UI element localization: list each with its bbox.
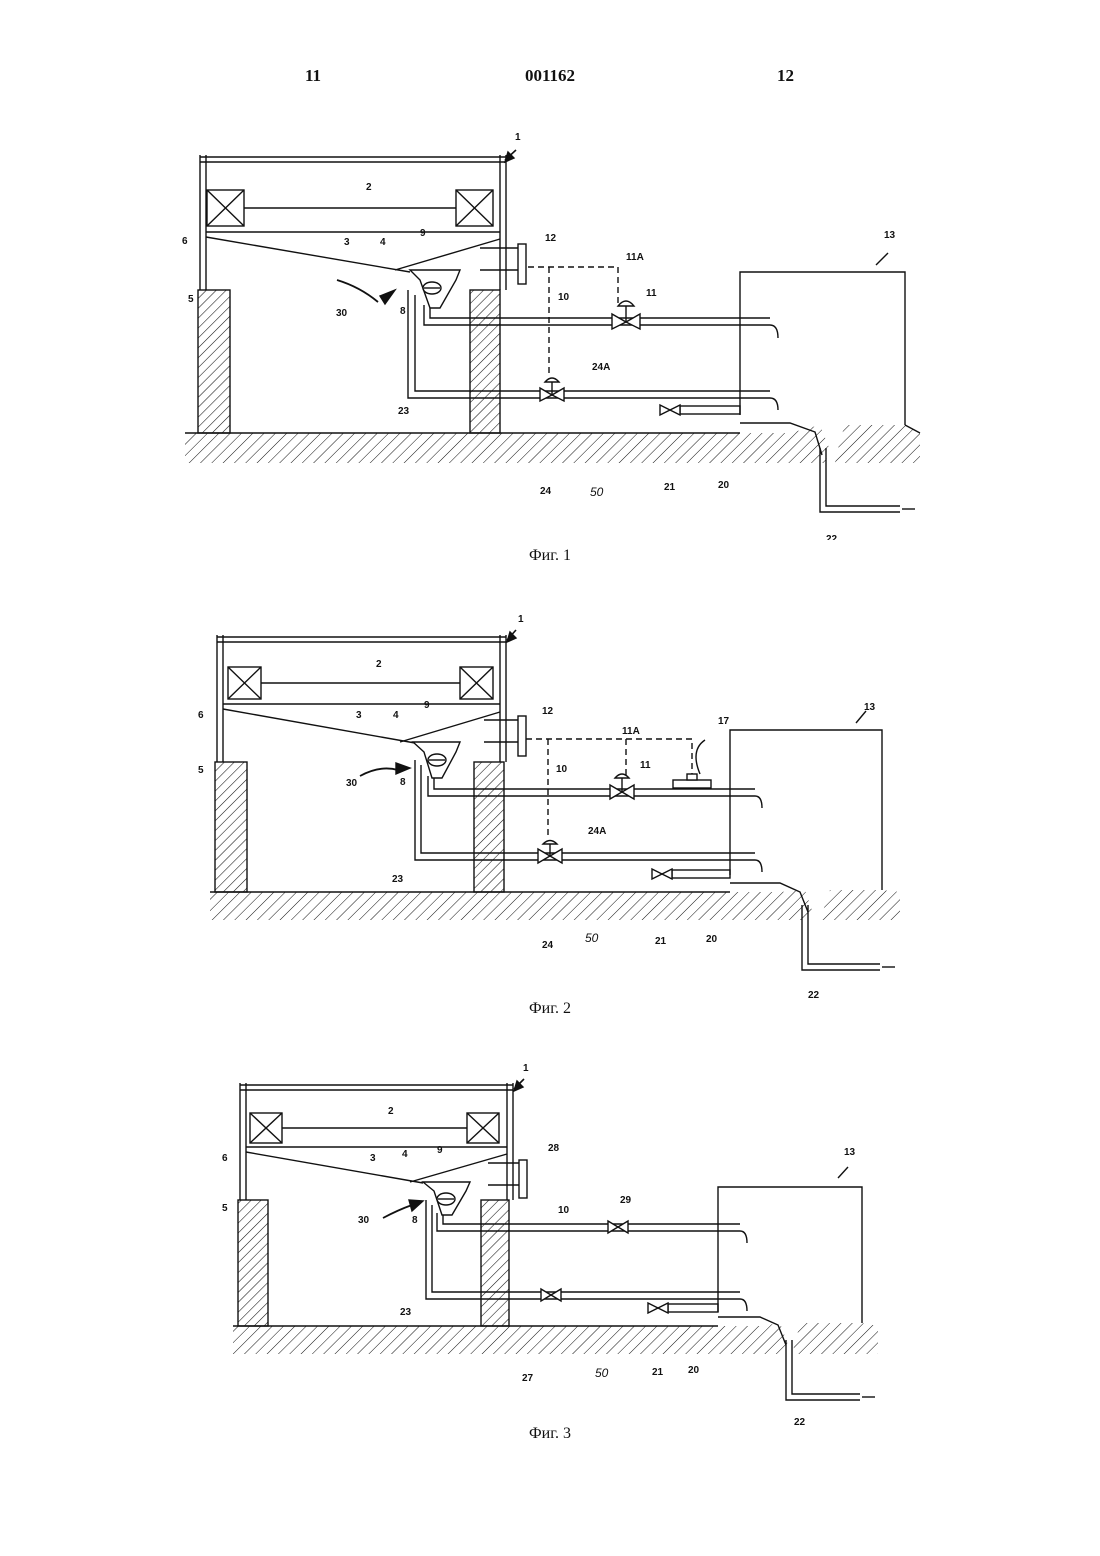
caption-fig-1: Фиг. 1 [0,547,1100,565]
label-24A: 24A [592,362,610,373]
label-30: 30 [346,778,358,789]
label-4: 4 [393,710,399,721]
label-22: 22 [808,990,820,1000]
label-6: 6 [198,710,204,721]
label-28: 28 [548,1143,560,1154]
fig1-labels: 1 2 3 4 5 6 8 9 10 11 11A 12 13 20 21 22… [182,132,896,540]
label-2: 2 [376,659,382,670]
label-10: 10 [556,764,568,775]
hopper-9 [410,270,460,308]
label-6: 6 [222,1153,228,1164]
label-20: 20 [688,1365,700,1376]
label-24: 24 [540,486,552,497]
label-5: 5 [222,1203,228,1214]
label-9: 9 [437,1145,443,1156]
label-20: 20 [718,480,730,491]
label-13: 13 [864,702,876,713]
valve-24 [540,388,552,401]
label-3: 3 [356,710,362,721]
document-number: 001162 [0,66,1100,86]
label-3: 3 [344,237,350,248]
label-11: 11 [640,760,651,771]
label-13: 13 [884,230,896,241]
label-2: 2 [366,182,372,193]
label-50: 50 [585,931,599,945]
label-21: 21 [652,1367,664,1378]
label-8: 8 [400,306,406,317]
label-30: 30 [358,1215,370,1226]
label-50: 50 [590,485,604,499]
valve-11 [612,314,626,329]
column-right [470,290,500,433]
figure-1: 1 2 3 4 5 6 8 9 10 11 11A 12 13 20 21 22… [0,120,1100,540]
fig2-labels: 1 2 3 4 5 6 8 9 10 11 11A 12 13 17 20 21… [198,614,876,1000]
label-4: 4 [380,237,386,248]
label-50: 50 [595,1366,609,1380]
label-23: 23 [392,874,404,885]
label-11A: 11A [622,726,640,737]
figure-3-diagram: 1 2 3 4 5 6 8 9 10 13 20 21 22 23 27 28 … [0,1055,1100,1425]
label-22: 22 [794,1417,806,1425]
caption-fig-3: Фиг. 3 [0,1425,1100,1443]
label-3: 3 [370,1153,376,1164]
label-12: 12 [545,233,557,244]
label-11A: 11A [626,252,644,263]
fig3-labels: 1 2 3 4 5 6 8 9 10 13 20 21 22 23 27 28 … [222,1063,856,1425]
label-23: 23 [400,1307,412,1318]
label-13: 13 [844,1147,856,1158]
label-21: 21 [664,482,676,493]
label-8: 8 [412,1215,418,1226]
label-1: 1 [518,614,524,625]
label-12: 12 [542,706,554,717]
label-2: 2 [388,1106,394,1117]
figure-1-diagram: 1 2 3 4 5 6 8 9 10 11 11A 12 13 20 21 22… [0,120,1100,540]
device-17 [673,780,711,788]
label-10: 10 [558,292,570,303]
label-1: 1 [523,1063,529,1074]
label-9: 9 [424,700,430,711]
label-6: 6 [182,236,188,247]
label-24: 24 [542,940,554,951]
controller-28 [519,1160,527,1198]
label-20: 20 [706,934,718,945]
page-number-right: 12 [777,66,794,86]
label-29: 29 [620,1195,632,1206]
label-22: 22 [826,534,838,540]
caption-fig-2: Фиг. 2 [0,1000,1100,1018]
label-24A: 24A [588,826,606,837]
figure-2: 1 2 3 4 5 6 8 9 10 11 11A 12 13 17 20 21… [0,600,1100,1000]
figure-3: 1 2 3 4 5 6 8 9 10 13 20 21 22 23 27 28 … [0,1055,1100,1425]
column-5 [198,290,230,433]
label-10: 10 [558,1205,570,1216]
label-9: 9 [420,228,426,239]
label-11: 11 [646,288,657,299]
pipe-23 [408,290,778,410]
label-1: 1 [515,132,521,143]
label-5: 5 [188,294,194,305]
label-8: 8 [400,777,406,788]
label-21: 21 [655,936,667,947]
label-4: 4 [402,1149,408,1160]
chute-4 [395,239,500,270]
label-27: 27 [522,1373,534,1384]
label-17: 17 [718,716,730,727]
label-30: 30 [336,308,348,319]
figure-2-diagram: 1 2 3 4 5 6 8 9 10 11 11A 12 13 17 20 21… [0,600,1100,1000]
pipe-20 [680,406,740,414]
furnace-13 [740,272,905,425]
label-23: 23 [398,406,410,417]
label-5: 5 [198,765,204,776]
ground [185,433,740,463]
controller-12 [518,244,526,284]
